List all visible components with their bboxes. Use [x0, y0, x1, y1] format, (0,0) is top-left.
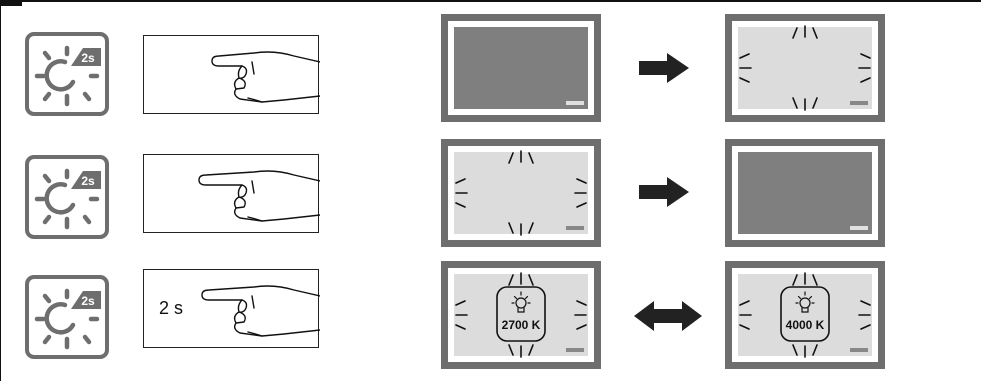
section-tab [0, 0, 22, 6]
panel-after: 4000 K [725, 261, 885, 369]
step-row-2: 2s [0, 139, 981, 249]
arrow-icon [639, 53, 689, 83]
step-row-3: 2s 2 s [0, 261, 981, 371]
light-switch-2s-icon: 2s [25, 155, 109, 239]
tap-gesture-box [143, 35, 320, 114]
top-rule [0, 0, 981, 2]
panel-after [725, 14, 885, 122]
hold-gesture-box: 2 s [143, 269, 320, 348]
bulb-icon [511, 291, 531, 313]
pointing-hand-icon [198, 170, 320, 222]
panel-before [441, 14, 601, 122]
color-temp-label: 2700 K [501, 318, 541, 332]
light-switch-2s-icon: 2s [25, 275, 109, 359]
color-temp-label: 4000 K [785, 318, 825, 332]
arrow-icon [634, 301, 702, 331]
panel-after-graphic [725, 261, 885, 369]
light-switch-2s-icon: 2s [25, 32, 109, 116]
svg-text:2s: 2s [81, 51, 95, 65]
bulb-icon [795, 291, 815, 313]
svg-text:2s: 2s [81, 174, 95, 188]
panel-before [441, 139, 601, 247]
hold-duration-label: 2 s [159, 298, 184, 318]
panel-before-graphic [441, 261, 601, 369]
panel-after [725, 139, 885, 247]
svg-text:2s: 2s [81, 294, 95, 308]
step-row-1: 2s [0, 14, 981, 124]
pointing-hand-icon [211, 51, 320, 103]
panel-before: 2700 K [441, 261, 601, 369]
left-rule [0, 0, 1, 381]
pointing-hand-icon [201, 285, 320, 337]
tap-gesture-box [143, 154, 320, 233]
arrow-icon [639, 177, 689, 207]
